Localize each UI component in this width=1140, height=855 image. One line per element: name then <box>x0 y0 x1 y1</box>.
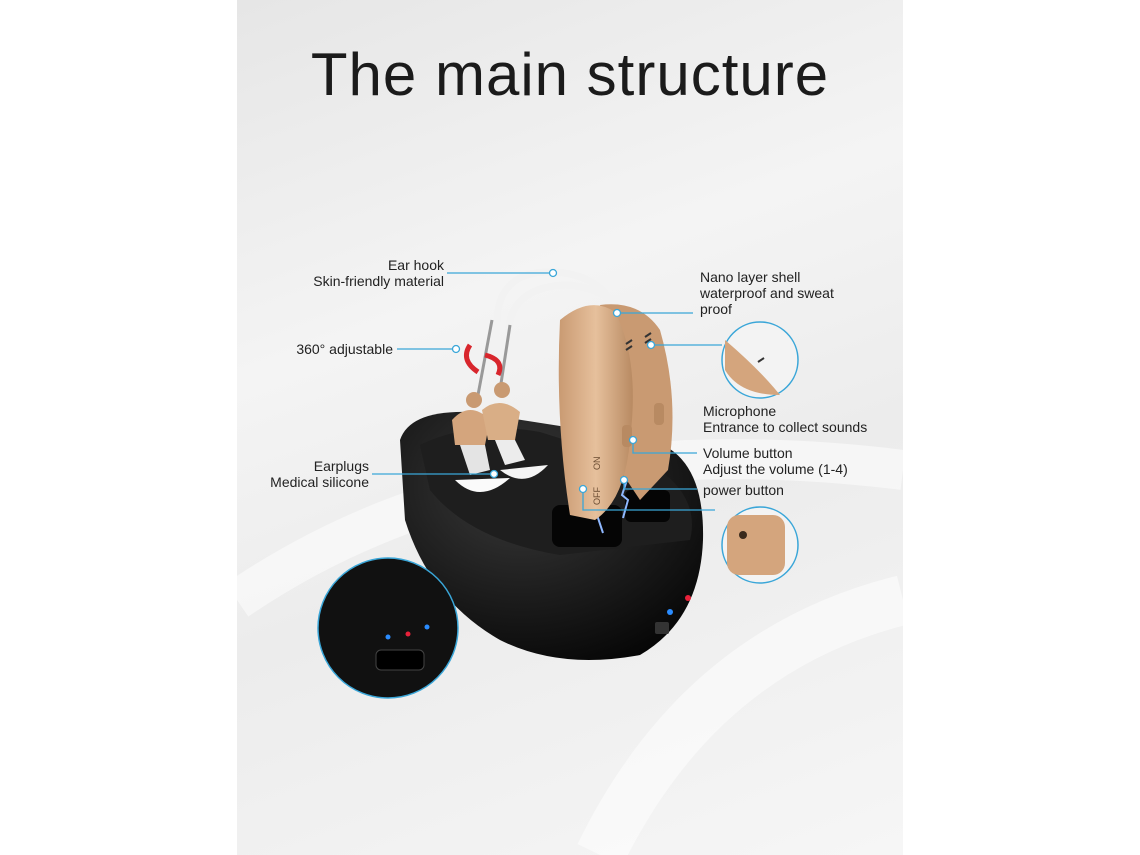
microphone-label: Microphone Entrance to collect sounds <box>703 403 867 435</box>
on-mark: ON <box>592 457 602 471</box>
microphone-inset <box>721 321 799 399</box>
product-illustration: ON OFF <box>237 268 903 855</box>
charging-port-inset <box>317 557 459 699</box>
ear-hook-label: Ear hook Skin-friendly material <box>313 257 444 289</box>
volume-title: Volume button <box>703 445 793 461</box>
rotate-arrows-icon <box>463 343 503 377</box>
microphone-desc: Entrance to collect sounds <box>703 419 868 435</box>
nano-shell-title: Nano layer shell <box>700 269 801 285</box>
earplugs <box>452 382 548 493</box>
power-port-inset <box>721 506 799 584</box>
microphone-title: Microphone <box>703 403 777 419</box>
led-red-icon <box>685 595 691 601</box>
power-label: power button <box>703 482 784 498</box>
hearing-aid-bodies: ON OFF <box>558 304 673 520</box>
earplugs-label: Earplugs Medical silicone <box>270 458 369 490</box>
adjustable-label: 360° adjustable <box>296 341 393 357</box>
page-title: The main structure <box>310 41 830 108</box>
ear-hook-desc: Skin-friendly material <box>313 273 444 289</box>
nano-shell-desc: waterproof and sweat <box>700 285 834 301</box>
ear-hook-title: Ear hook <box>387 257 444 273</box>
volume-label: Volume button Adjust the volume (1-4) <box>703 445 848 477</box>
nano-shell-desc-2: proof <box>700 301 732 317</box>
off-mark: OFF <box>592 487 602 505</box>
product-panel: ON OFF <box>237 0 903 855</box>
earplugs-desc: Medical silicone <box>270 474 369 490</box>
callout-lines <box>372 268 722 511</box>
volume-desc: Adjust the volume (1-4) <box>703 461 848 477</box>
earplugs-title: Earplugs <box>313 458 369 474</box>
nano-shell-label: Nano layer shell waterproof and sweat pr… <box>700 269 834 317</box>
led-blue-icon <box>667 609 673 615</box>
